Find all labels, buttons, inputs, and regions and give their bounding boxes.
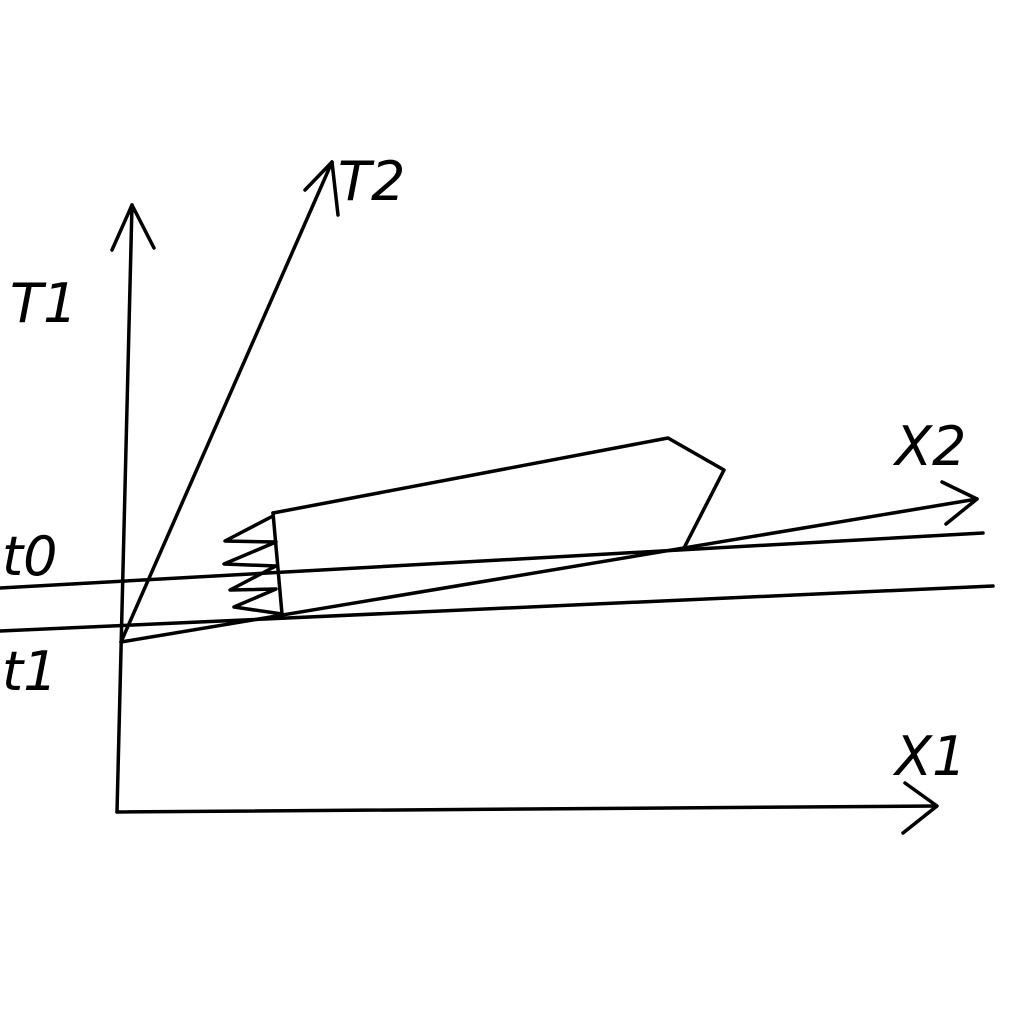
- moving-object-outline: [271, 436, 726, 550]
- t1-arrowhead: [110, 203, 156, 252]
- x1-axis: [115, 804, 937, 814]
- label-t0: t0: [2, 525, 58, 588]
- label-t1-axis: T1: [10, 272, 77, 335]
- label-t2-axis: T2: [338, 150, 405, 213]
- zigzag-spring: [222, 514, 284, 616]
- t1-simultaneity-line: [0, 584, 995, 633]
- label-x2-axis: X2: [892, 415, 966, 478]
- t2-arrowhead: [303, 160, 340, 217]
- object-rear-edge: [271, 511, 284, 616]
- t2-axis: [119, 160, 334, 644]
- label-t1: t1: [2, 640, 58, 703]
- x2-arrowhead: [940, 480, 979, 526]
- x1-arrowhead: [901, 781, 939, 835]
- label-x1-axis: X1: [892, 725, 966, 788]
- t0-simultaneity-line: [0, 531, 985, 590]
- t1-axis: [115, 203, 134, 814]
